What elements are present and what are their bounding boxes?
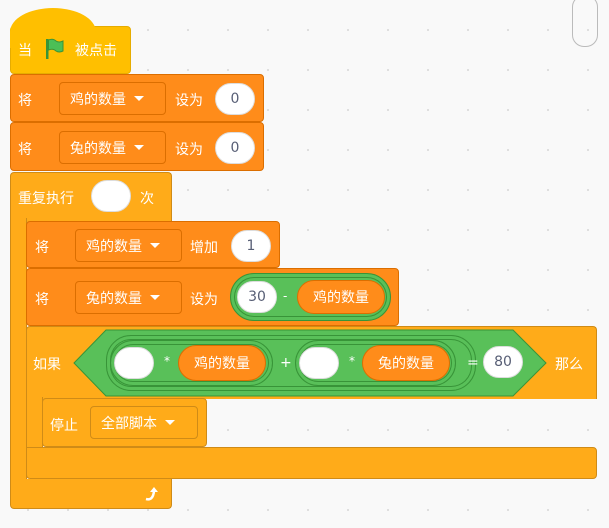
if-then-label: 那么 — [555, 357, 583, 373]
caret-down-icon — [150, 243, 160, 248]
stop-label: 停止 — [50, 418, 78, 434]
set-to-label: 设为 — [175, 142, 203, 158]
repeat-count-input[interactable] — [91, 180, 131, 212]
scroll-handle[interactable] — [572, 0, 598, 47]
hat-when-label: 当 — [18, 43, 32, 59]
variable-reporter[interactable]: 兔的数量 — [362, 345, 450, 381]
set-label: 将 — [35, 292, 49, 308]
value-input[interactable]: 1 — [231, 230, 271, 262]
repeat-bottom — [10, 479, 172, 509]
loop-arrow-icon — [143, 486, 161, 506]
multiplier-input[interactable] — [114, 347, 154, 379]
minuend-input[interactable]: 30 — [237, 281, 277, 313]
change-label: 将 — [35, 240, 49, 256]
variable-dropdown[interactable]: 鸡的数量 — [75, 229, 182, 262]
variable-dropdown[interactable]: 鸡的数量 — [59, 82, 166, 115]
multiplier-input[interactable] — [299, 347, 339, 379]
equals-sign: = — [467, 355, 479, 371]
stop-option: 全部脚本 — [101, 415, 157, 432]
change-by-label: 增加 — [190, 240, 218, 256]
variable-name: 兔的数量 — [70, 140, 126, 157]
repeat-label: 重复执行 — [18, 191, 74, 207]
if-label: 如果 — [33, 357, 61, 373]
caret-down-icon — [165, 420, 175, 425]
if-arm — [26, 397, 43, 449]
caret-down-icon — [134, 145, 144, 150]
target-input[interactable]: 80 — [483, 346, 523, 378]
set-label: 将 — [18, 142, 32, 158]
hat-clicked-label: 被点击 — [75, 43, 117, 59]
if-bottom — [26, 447, 597, 479]
variable-reporter[interactable]: 鸡的数量 — [297, 280, 385, 314]
set-to-label: 设为 — [175, 93, 203, 109]
value-input[interactable]: 0 — [215, 83, 255, 115]
multiply-sign: * — [164, 354, 170, 368]
caret-down-icon — [134, 96, 144, 101]
repeat-times-label: 次 — [140, 191, 154, 207]
variable-reporter[interactable]: 鸡的数量 — [178, 345, 266, 381]
multiply-sign: * — [349, 354, 355, 368]
variable-name: 兔的数量 — [86, 290, 142, 307]
green-flag-icon — [45, 38, 65, 64]
set-to-label: 设为 — [190, 292, 218, 308]
variable-name: 鸡的数量 — [70, 91, 126, 108]
variable-dropdown[interactable]: 兔的数量 — [75, 281, 182, 314]
stop-option-dropdown[interactable]: 全部脚本 — [90, 406, 198, 439]
caret-down-icon — [150, 295, 160, 300]
value-input[interactable]: 0 — [215, 132, 255, 164]
set-label: 将 — [18, 93, 32, 109]
repeat-arm — [10, 218, 27, 482]
variable-dropdown[interactable]: 兔的数量 — [59, 131, 166, 164]
minus-sign: - — [283, 289, 288, 303]
variable-name: 鸡的数量 — [86, 238, 142, 255]
plus-sign: + — [280, 355, 292, 371]
